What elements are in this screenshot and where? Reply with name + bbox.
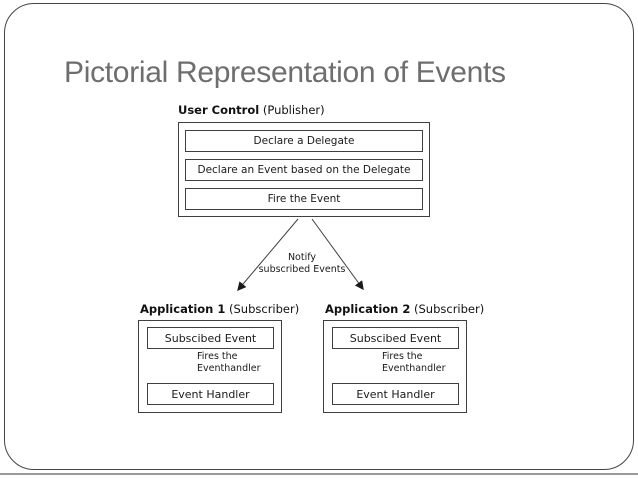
step-fire-event: Fire the Event (185, 188, 423, 210)
subscriber1-role: (Subscriber) (229, 302, 300, 316)
subscriber1-subscribed-event-box: Subscibed Event (147, 327, 274, 349)
slide-title: Pictorial Representation of Events (64, 56, 506, 89)
publisher-label: User Control (Publisher) (178, 103, 325, 117)
step-declare-delegate: Declare a Delegate (185, 130, 423, 152)
subscriber1-fires-line1: Fires the (197, 351, 238, 362)
publisher-name: User Control (178, 103, 260, 117)
notify-label-line2: subscribed Events (258, 263, 346, 275)
slide-border (4, 3, 634, 470)
bottom-edge-line (0, 473, 638, 475)
step-declare-event: Declare an Event based on the Delegate (185, 159, 423, 181)
subscriber2-fires-line2: Eventhandler (382, 362, 446, 374)
subscriber2-event-handler-box: Event Handler (332, 383, 459, 405)
subscriber1-event-handler-box: Event Handler (147, 383, 274, 405)
subscriber2-fires-line1: Fires the (382, 351, 423, 362)
subscriber1-fires-note: Fires the Eventhandler (197, 351, 261, 374)
subscriber1-fires-line2: Eventhandler (197, 362, 261, 374)
subscriber2-name: Application 2 (325, 302, 411, 316)
subscriber2-role: (Subscriber) (414, 302, 485, 316)
subscriber2-fires-note: Fires the Eventhandler (382, 351, 446, 374)
notify-label-line1: Notify (287, 252, 317, 263)
subscriber1-label: Application 1 (Subscriber) (140, 302, 299, 316)
notify-label: Notify subscribed Events (232, 252, 372, 275)
subscriber2-label: Application 2 (Subscriber) (325, 302, 484, 316)
subscriber2-subscribed-event-box: Subscibed Event (332, 327, 459, 349)
subscriber1-name: Application 1 (140, 302, 226, 316)
publisher-role: (Publisher) (262, 103, 325, 117)
